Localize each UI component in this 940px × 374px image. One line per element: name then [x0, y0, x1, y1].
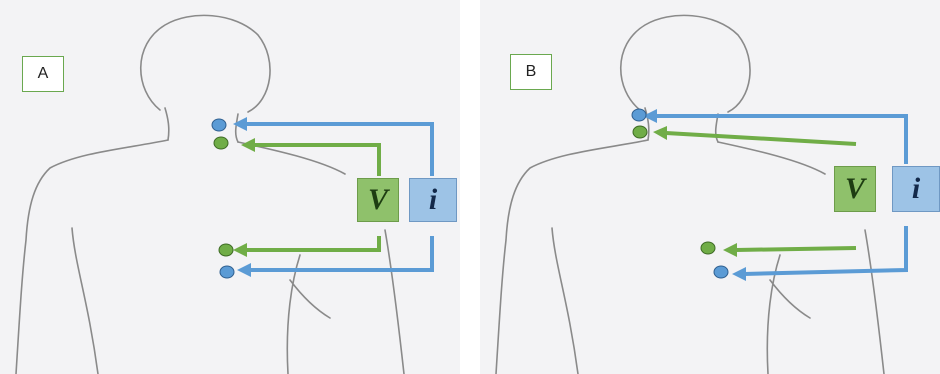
voltage-electrode-lower — [219, 244, 233, 256]
voltage-meter-box: V — [834, 166, 876, 212]
panel-label: A — [22, 56, 64, 92]
panel-label: B — [510, 54, 552, 90]
current-electrode-upper — [212, 119, 226, 131]
current-electrode-lower — [714, 266, 728, 278]
voltage-electrode-upper — [633, 126, 647, 138]
voltage-electrode-upper — [214, 137, 228, 149]
voltage-meter-box: V — [357, 178, 399, 222]
current-electrode-lower — [220, 266, 234, 278]
panel-b: B V i — [480, 0, 940, 374]
voltage-electrode-lower — [701, 242, 715, 254]
panel-a: A V i — [0, 0, 460, 374]
current-electrode-upper — [632, 109, 646, 121]
current-source-box: i — [409, 178, 457, 222]
voltage-lead-lower — [736, 248, 856, 250]
current-source-box: i — [892, 166, 940, 212]
